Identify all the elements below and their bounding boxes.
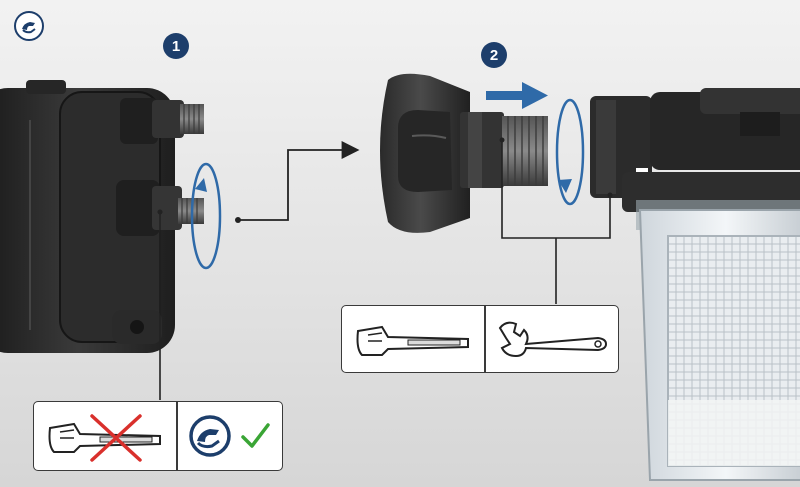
tool-divider [484,306,486,372]
filter-bowl [622,172,800,481]
pump-housing [0,80,175,353]
push-arrow-icon [486,82,548,109]
step-badge-1: 1 [163,33,189,59]
pipe-wrench-icon [356,325,469,356]
hex-nut [460,112,504,188]
connector-step1 [238,141,360,221]
green-check-icon [241,423,270,448]
tool-forbidden-cell [34,402,176,470]
tool-open-wrench-cell [486,306,619,372]
tool-divider [176,402,178,470]
brand-logo [14,11,44,41]
red-x-icon [90,414,142,462]
threaded-nipple [502,116,548,186]
pipe-wrench-icon [48,414,161,462]
hand-tighten-icon [189,415,231,457]
pump-outlet-upper [120,98,204,144]
hand-on-nut-logo-icon [22,22,36,34]
tool-panel-step1 [33,401,283,471]
tool-pipe-wrench-cell [342,306,484,372]
pump-foot [112,310,162,344]
tool-panel-step2 [341,305,619,373]
rotation-arrow-icon [555,98,585,206]
step-badge-2: 2 [481,42,507,68]
adapter-cap [380,73,470,233]
open-end-wrench-icon [498,321,607,358]
tool-allowed-cell [178,402,283,470]
rotation-arrow-icon [190,162,222,270]
